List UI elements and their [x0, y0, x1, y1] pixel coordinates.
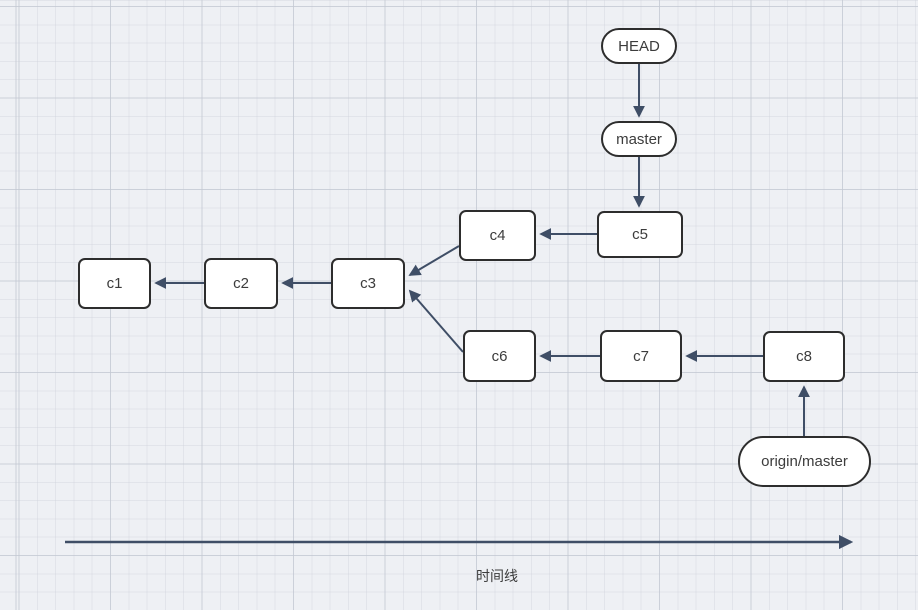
commit-node-c3[interactable]: c3: [331, 258, 405, 309]
commit-node-c4[interactable]: c4: [459, 210, 536, 261]
edge-c6-to-c3[interactable]: [408, 289, 464, 353]
node-label: HEAD: [618, 37, 660, 55]
commit-node-c2[interactable]: c2: [204, 258, 278, 309]
commit-node-c1[interactable]: c1: [78, 258, 151, 309]
node-label: c1: [106, 275, 123, 292]
ref-node-master[interactable]: master: [601, 121, 677, 157]
node-label: c3: [360, 275, 376, 292]
commit-node-c6[interactable]: c6: [463, 330, 536, 382]
node-label: c8: [796, 348, 812, 365]
ref-node-origin-master[interactable]: origin/master: [738, 436, 871, 487]
node-label: c7: [633, 347, 649, 365]
commit-node-c7[interactable]: c7: [600, 330, 682, 382]
node-label: c6: [491, 347, 508, 365]
commit-node-c5[interactable]: c5: [597, 211, 683, 258]
node-label: c2: [233, 275, 249, 292]
timeline-label[interactable]: 时间线: [476, 568, 518, 584]
commit-node-c8[interactable]: c8: [763, 331, 845, 382]
node-label: c5: [632, 226, 648, 243]
ref-node-head[interactable]: HEAD: [601, 28, 677, 64]
node-label: origin/master: [761, 453, 848, 470]
node-label: c4: [489, 227, 506, 244]
edge-c4-to-c3[interactable]: [408, 245, 460, 276]
node-label: master: [616, 130, 662, 148]
